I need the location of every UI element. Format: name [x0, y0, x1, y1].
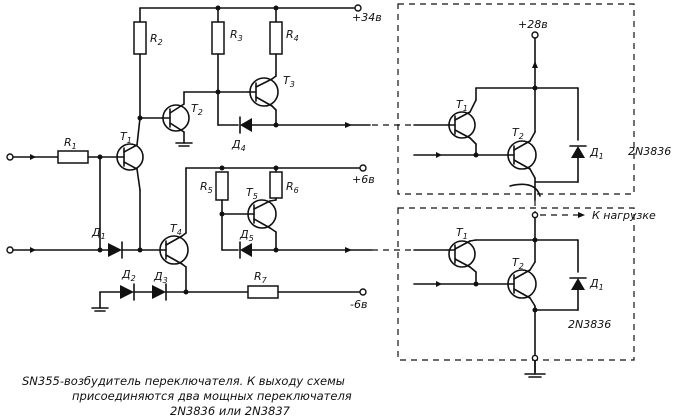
transistor-t4 [159, 232, 189, 293]
resistor-r2 [133, 21, 147, 55]
diode-d5 [239, 241, 252, 259]
switch-box-upper [397, 3, 635, 195]
junction-r5 [219, 165, 225, 171]
transistor-t3 [247, 75, 279, 126]
arrow-upper-output [345, 122, 352, 128]
upper-transistor-t1 [447, 87, 477, 156]
terminal-plus34 [354, 4, 362, 12]
transistor-t2 [161, 91, 193, 147]
input-terminal-lower [6, 246, 109, 254]
input-terminal-upper [6, 153, 59, 161]
transistor-t5 [247, 199, 277, 251]
label-d2: Д2 [121, 268, 136, 283]
caption-line-3: 2N3836 или 2N3837 [170, 404, 291, 418]
arrow-lower-output [345, 247, 352, 253]
label-t4: T4 [170, 222, 182, 237]
label-lower-d1: Д1 [589, 277, 604, 292]
upper-crossover [509, 183, 541, 197]
arrow-plus28 [532, 61, 538, 68]
terminal-neg6 [359, 288, 367, 296]
label-r4: R4 [286, 28, 299, 43]
label-supply-neg6: -6в [350, 298, 367, 311]
label-r5: R5 [200, 180, 213, 195]
label-supply-6: +6в [352, 173, 375, 186]
ground-left [91, 291, 109, 312]
diode-d3 [152, 283, 167, 301]
diode-d4 [239, 116, 252, 134]
label-supply-28: +28в [518, 18, 548, 31]
transistor-t1 [116, 117, 144, 191]
lower-diode-d1 [569, 277, 587, 290]
label-r7: R7 [254, 270, 268, 285]
caption-line-2: присоединяются два мощных переключателя [72, 389, 352, 403]
lower-transistor-t1 [447, 239, 477, 285]
label-r2: R2 [150, 32, 163, 47]
resistor-r3 [211, 21, 225, 55]
label-t3: T3 [283, 74, 295, 89]
part-number-upper: 2N3836 [628, 145, 671, 158]
resistor-r7 [247, 285, 279, 299]
upper-transistor-t2 [507, 87, 537, 179]
terminal-plus6 [359, 164, 367, 172]
switch-box-lower [397, 207, 635, 361]
junction-upper-t2 [473, 152, 479, 158]
resistor-r4 [269, 21, 283, 55]
label-d3: Д3 [153, 270, 168, 285]
label-d4: Д4 [231, 138, 246, 153]
arrow-load [578, 212, 585, 218]
junction-input-2 [97, 247, 103, 253]
label-upper-d1: Д1 [589, 146, 604, 161]
arrow-lower-second [436, 281, 442, 287]
diode-d2 [120, 283, 135, 301]
resistor-r5 [215, 171, 229, 201]
upper-diode-d1 [569, 145, 587, 158]
junction-r3 [215, 89, 221, 95]
label-d1: Д1 [91, 226, 106, 241]
junction-d1 [137, 247, 143, 253]
label-d5: Д5 [239, 228, 254, 243]
label-r6: R6 [286, 180, 299, 195]
arrow-upper-second [436, 152, 442, 158]
terminal-bottom [531, 354, 539, 362]
junction-lower-emitter [532, 307, 538, 313]
junction-t5-base [219, 211, 225, 217]
lower-transistor-t2 [507, 239, 537, 373]
junction-d3 [183, 289, 189, 295]
label-upper-t1: T1 [456, 98, 468, 113]
label-upper-t2: T2 [512, 126, 524, 141]
label-lower-t2: T2 [512, 256, 524, 271]
diode-d1 [108, 241, 123, 259]
label-t5: T5 [246, 186, 258, 201]
label-r3: R3 [230, 28, 243, 43]
terminal-load [531, 211, 539, 219]
label-t1: T1 [120, 130, 132, 145]
label-lower-t1: T1 [456, 226, 468, 241]
label-r1: R1 [64, 136, 77, 151]
caption-line-1: SN355-возбудитель переключателя. К выход… [22, 374, 345, 388]
label-t2: T2 [191, 102, 203, 117]
junction-d5 [273, 247, 279, 253]
ground-right [524, 360, 546, 378]
label-supply-34: +34в [352, 11, 382, 24]
terminal-plus28 [531, 31, 539, 39]
part-number-lower: 2N3836 [568, 318, 611, 331]
junction-d4 [273, 122, 279, 128]
junction-lower-t2 [473, 281, 479, 287]
resistor-r6 [269, 171, 283, 199]
label-load: К нагрузке [592, 209, 656, 222]
resistor-r1 [57, 150, 119, 164]
